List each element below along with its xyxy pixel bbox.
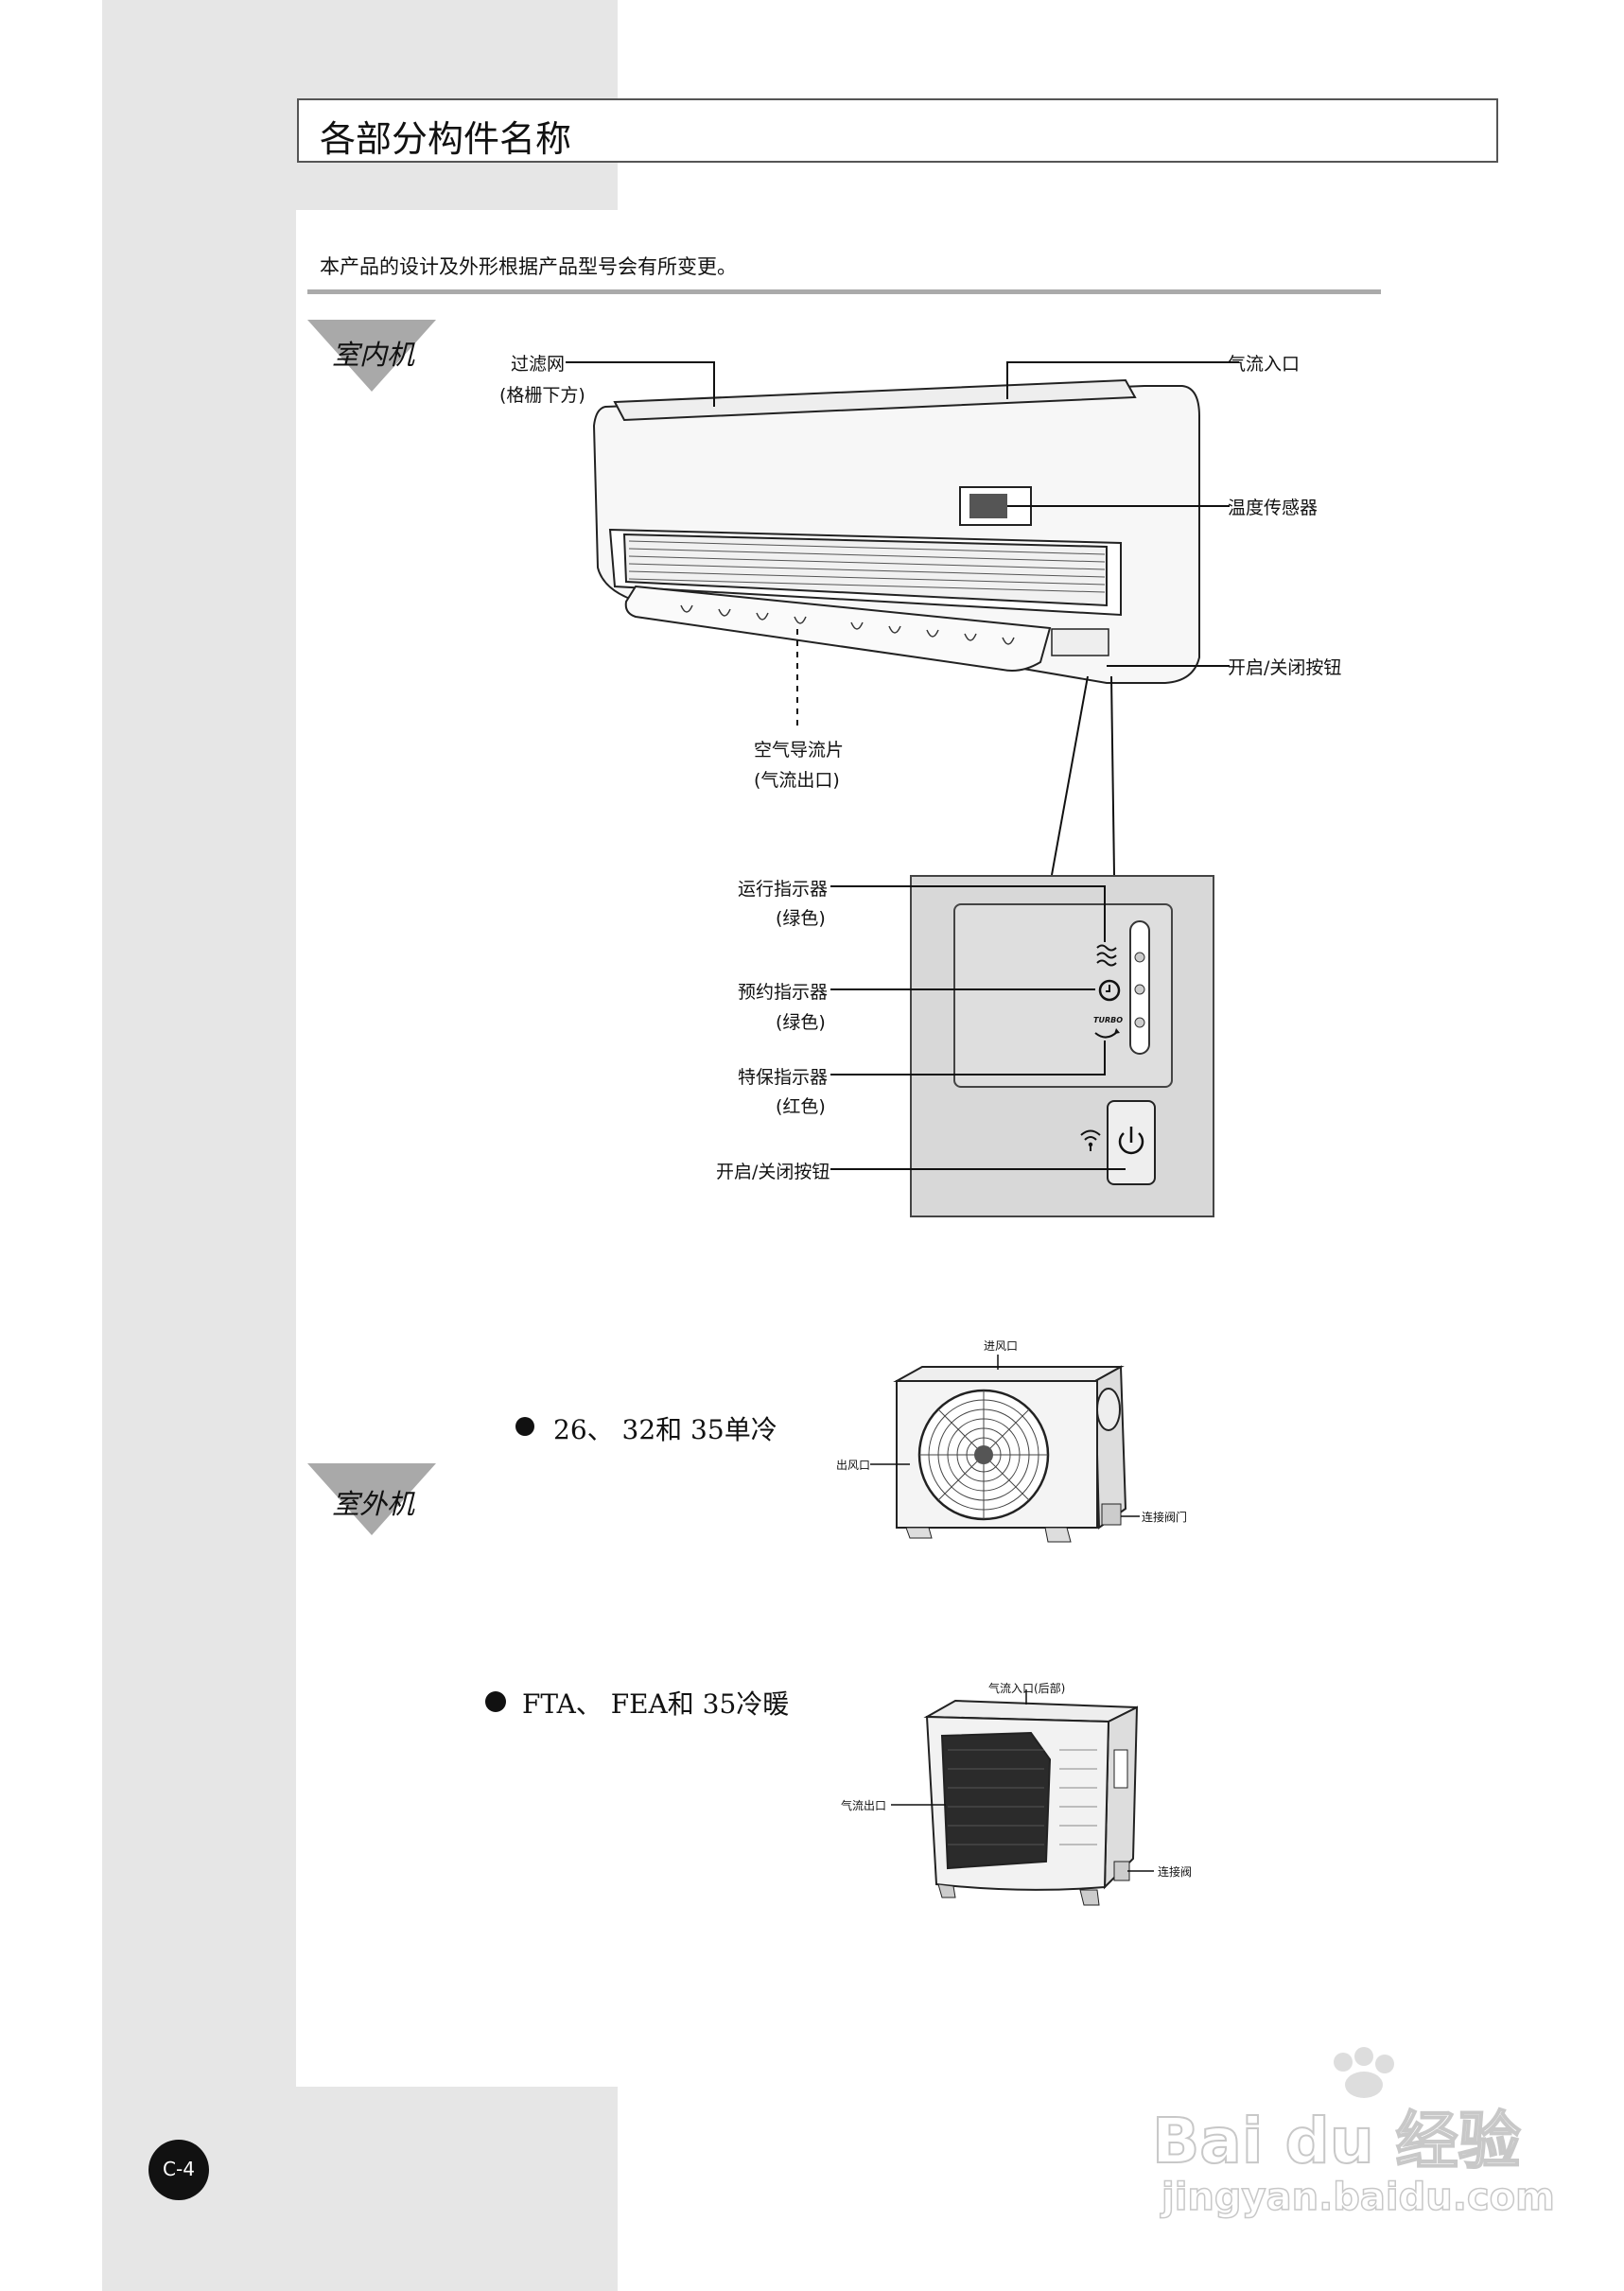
- turbo-text: TURBO: [1093, 1016, 1124, 1024]
- outdoor-unit-a-drawing: [870, 1355, 1140, 1543]
- page-title: 各部分构件名称: [320, 118, 572, 160]
- temp-sensor-label: 温度传感器: [1228, 498, 1318, 518]
- divider: [307, 289, 1381, 294]
- outdoor-unit-b-drawing: [891, 1689, 1154, 1906]
- model-b-bullet: [485, 1691, 506, 1712]
- indoor-tag-shape: [307, 320, 436, 392]
- power-button-label: 开启/关闭按钮: [1228, 657, 1342, 678]
- louver-sub-label: (气流出口): [754, 770, 840, 791]
- filter-sub-label: (格栅下方): [499, 385, 585, 406]
- turbo-color-label: (红色): [776, 1096, 826, 1117]
- model-b-inlet-label: 气流入口(后部): [988, 1682, 1066, 1695]
- model-a-inlet-label: 进风口: [984, 1339, 1019, 1353]
- wave-icon: [1096, 944, 1117, 967]
- page-number: C-4: [163, 2158, 195, 2180]
- watermark-brand: Bai du 经验: [1151, 2104, 1522, 2178]
- model-b-text: FTA、 FEA和 35冷暖: [522, 1688, 790, 1720]
- watermark: Bai du 经验 jingyan.baidu.com: [1144, 2043, 1556, 2232]
- panel-power-button[interactable]: [1107, 1100, 1156, 1185]
- run-color-label: (绿色): [776, 908, 826, 929]
- indoor-tag: 室内机: [307, 318, 436, 393]
- filter-label: 过滤网: [511, 354, 566, 375]
- model-b-valve-label: 连接阀: [1158, 1865, 1193, 1879]
- louver-label: 空气导流片: [754, 740, 845, 761]
- indicator-strip: [1129, 920, 1150, 1055]
- panel-power-label: 开启/关闭按钮: [716, 1162, 830, 1182]
- clock-icon: [1098, 979, 1121, 1002]
- outdoor-tag-label: 室外机: [332, 1488, 415, 1520]
- panel-leader-lines: [830, 885, 1126, 1170]
- turbo-icon: TURBO: [1091, 1014, 1124, 1042]
- bottom-gray-band: [296, 2087, 618, 2291]
- paw-icon: [1334, 2047, 1394, 2098]
- model-a-bullet: [515, 1417, 534, 1436]
- timer-indicator-label: 预约指示器: [738, 982, 829, 1003]
- indoor-tag-label: 室内机: [332, 339, 415, 371]
- remote-signal-icon: [1080, 1129, 1101, 1151]
- turbo-indicator-label: 特保指示器: [738, 1067, 829, 1088]
- model-a-valve-label: 连接阀门: [1142, 1511, 1188, 1524]
- intro-text: 本产品的设计及外形根据产品型号会有所变更。: [320, 255, 737, 278]
- left-gray-band: [102, 0, 296, 2291]
- run-indicator-label: 运行指示器: [738, 879, 829, 900]
- model-a-outlet-label: 出风口: [836, 1459, 871, 1472]
- page-number-badge: C-4: [148, 2140, 209, 2200]
- watermark-url: jingyan.baidu.com: [1161, 2175, 1555, 2220]
- indoor-unit-drawing: [566, 361, 1239, 876]
- model-b-outlet-label: 气流出口: [841, 1799, 887, 1812]
- outdoor-tag: 室外机: [307, 1461, 436, 1537]
- model-a-text: 26、 32和 35单冷: [553, 1414, 777, 1445]
- outdoor-tag-shape: [307, 1463, 436, 1535]
- power-icon: [1118, 1127, 1144, 1155]
- title-box: 各部分构件名称: [297, 98, 1498, 163]
- timer-color-label: (绿色): [776, 1012, 826, 1033]
- air-inlet-label: 气流入口: [1228, 354, 1301, 375]
